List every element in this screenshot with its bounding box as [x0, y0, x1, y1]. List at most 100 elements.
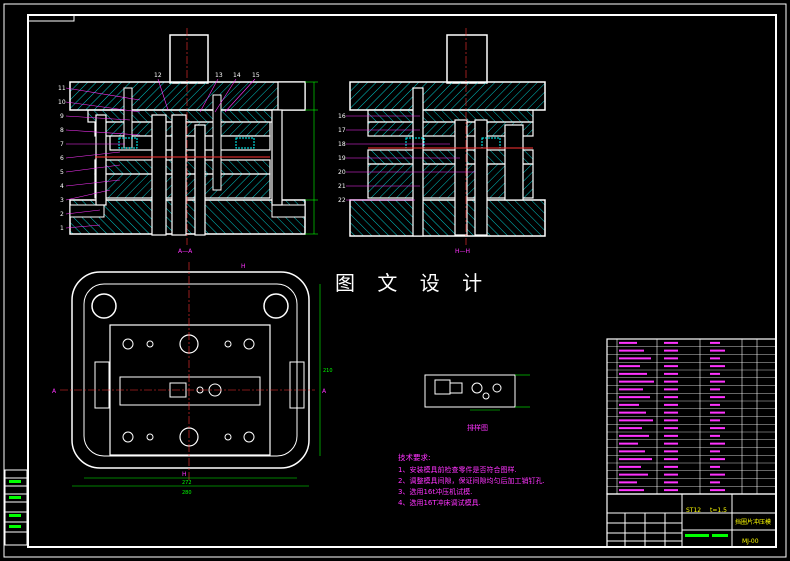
callout-10: 10 [58, 99, 66, 106]
bom-cell-material [710, 411, 725, 414]
bom-cell-material [710, 481, 720, 484]
bom-cell-name [619, 396, 650, 399]
bom-cell-material [710, 403, 720, 406]
bom-cell-qty [664, 411, 678, 414]
bom-cell-material [710, 434, 720, 437]
note-3: 3、选用16t冲压机试模. [398, 487, 472, 496]
strip-layout [424, 374, 530, 411]
strip-label: 排样图 [467, 423, 488, 432]
bom-cell-qty [664, 427, 678, 430]
dim-width-overall: 280 [182, 490, 192, 496]
bom-cell-qty [664, 372, 678, 375]
view-label-h-bottom: H [182, 471, 187, 478]
callout-3: 3 [60, 197, 64, 204]
bom-cell-qty [664, 396, 678, 399]
corner-tab [27, 14, 75, 22]
bom-cell-name [619, 341, 637, 344]
bom-cell-name [619, 372, 647, 375]
bom-cell-name [619, 450, 645, 453]
bom-cell-qty [664, 458, 678, 461]
bom-cell-qty [664, 450, 678, 453]
callout-21: 21 [338, 183, 346, 190]
bom-cell-qty [664, 403, 678, 406]
bom-cell-qty [664, 489, 678, 492]
callout-4: 4 [60, 183, 64, 190]
bom-cell-name [619, 458, 652, 461]
bom-table [606, 338, 777, 495]
callout-1: 1 [60, 225, 64, 232]
callout-8: 8 [60, 127, 64, 134]
bom-cell-material [710, 349, 725, 352]
bom-cell-name [619, 349, 644, 352]
bom-cell-name [619, 411, 646, 414]
bom-cell-material [710, 396, 725, 399]
technical-notes: 技术要求: 1、安装模具前检查零件是否符合图样. 2、调整模具间隙，保证间隙均匀… [398, 452, 545, 507]
thickness-text: t=1.5 [710, 507, 727, 514]
callout-11: 11 [58, 85, 66, 92]
callout-7: 7 [60, 141, 64, 148]
bom-cell-name [619, 403, 639, 406]
callout-9: 9 [60, 113, 64, 120]
bom-cell-name [619, 481, 637, 484]
bom-cell-name [619, 465, 641, 468]
callout-22: 22 [338, 197, 346, 204]
dim-height-side: 210 [323, 368, 333, 374]
bom-cell-qty [664, 388, 678, 391]
outer-frame [3, 3, 787, 558]
material-text: ST12 [686, 507, 701, 514]
bom-cell-qty [664, 349, 678, 352]
bom-cell-qty [664, 442, 678, 445]
bom-cell-qty [664, 380, 678, 383]
bom-cell-material [710, 442, 725, 445]
bom-cell-material [710, 419, 720, 422]
note-4: 4、选用16T冲床调试模具. [398, 498, 481, 507]
section-hh-label: H—H [455, 248, 470, 255]
callout-14: 14 [233, 72, 241, 79]
note-2: 2、调整模具间隙，保证间隙均匀后加工销钉孔. [398, 476, 545, 485]
callout-15: 15 [252, 72, 260, 79]
section-aa-label: A—A [178, 248, 193, 255]
view-label-a-right: A [322, 388, 327, 395]
callout-5: 5 [60, 169, 64, 176]
bom-cell-qty [664, 341, 678, 344]
plan-view [60, 262, 321, 487]
view-label-h-top: H [241, 263, 246, 270]
bom-cell-material [710, 341, 720, 344]
bom-cell-qty [664, 465, 678, 468]
callout-20: 20 [338, 169, 346, 176]
callout-2: 2 [60, 211, 64, 218]
bom-cell-name [619, 442, 638, 445]
inner-frame [27, 14, 777, 548]
callout-19: 19 [338, 155, 346, 162]
notes-heading: 技术要求: [398, 452, 431, 462]
callout-18: 18 [338, 141, 346, 148]
bom-cell-name [619, 357, 651, 360]
bom-cell-material [710, 458, 725, 461]
watermark: 图 文 设 计 [335, 271, 490, 295]
bom-cell-name [619, 380, 654, 383]
drawing-no-text: MJ-00 [742, 538, 759, 545]
callout-leaders-left [65, 87, 141, 229]
section-aa-view [69, 28, 318, 245]
bom-cell-name [619, 427, 642, 430]
bom-cell-name [619, 473, 648, 476]
left-margin-block [4, 469, 28, 546]
callout-16: 16 [338, 113, 346, 120]
part-name-text: 挡圈片冲压模 [735, 518, 771, 526]
bom-cell-material [710, 357, 720, 360]
bom-cell-material [710, 365, 725, 368]
bom-cell-qty [664, 365, 678, 368]
bom-cell-qty [664, 481, 678, 484]
callout-labels-right: 16 17 18 19 20 21 22 [338, 113, 475, 204]
bom-cell-qty [664, 473, 678, 476]
bom-cell-material [710, 380, 725, 383]
note-1: 1、安装模具前检查零件是否符合图样. [398, 465, 517, 474]
dim-width-inner: 272 [182, 480, 192, 486]
bom-cell-name [619, 365, 640, 368]
bom-cell-name [619, 489, 644, 492]
callout-6: 6 [60, 155, 64, 162]
bom-cell-name [619, 434, 649, 437]
bom-cell-name [619, 419, 653, 422]
bom-cell-qty [664, 357, 678, 360]
view-label-a-left: A [52, 388, 57, 395]
